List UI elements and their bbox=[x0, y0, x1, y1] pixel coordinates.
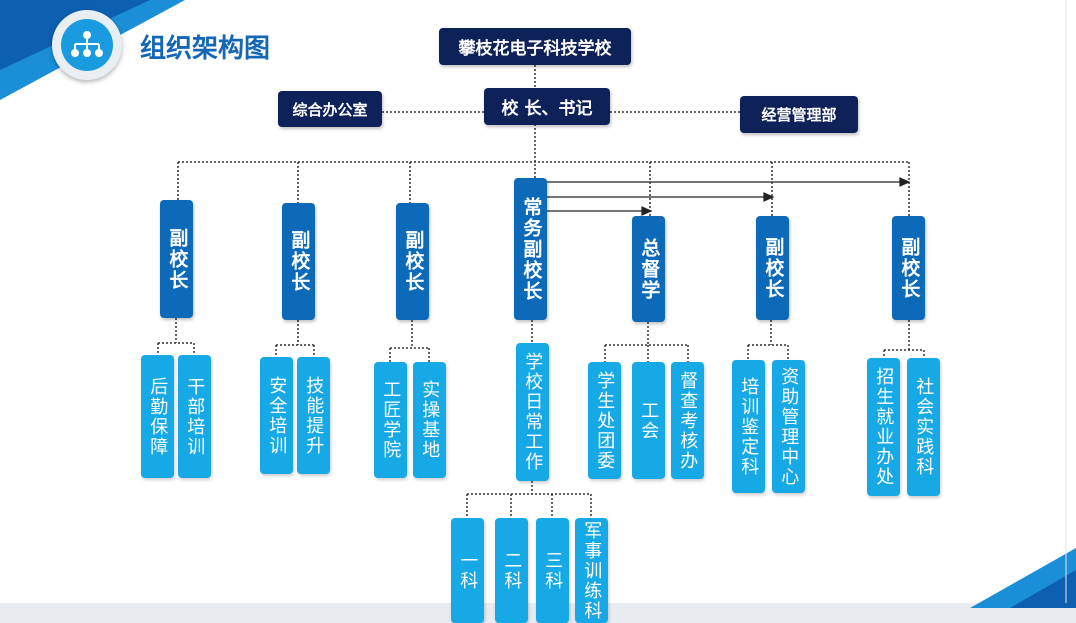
connector-lines bbox=[157, 65, 925, 518]
node-inspection-office: 督查考核办 bbox=[671, 362, 704, 479]
node-funding-center: 资助管理中心 bbox=[772, 360, 805, 493]
bottom-right-corner-shade bbox=[1010, 570, 1076, 608]
node-section-3: 三科 bbox=[536, 518, 569, 623]
node-supervisor: 总督学 bbox=[632, 216, 665, 322]
node-skill-improvement: 技能提升 bbox=[297, 357, 330, 474]
node-vice-principal-2: 副校长 bbox=[282, 203, 315, 320]
node-student-office: 学生处团委 bbox=[588, 362, 621, 479]
node-training-certification: 培训鉴定科 bbox=[732, 360, 765, 493]
node-section-2: 二科 bbox=[495, 518, 528, 623]
node-cadre-training: 干部培训 bbox=[178, 355, 211, 478]
node-logistics: 后勤保障 bbox=[141, 355, 174, 478]
arrow-lines bbox=[547, 177, 911, 216]
node-vice-principal-3: 副校长 bbox=[396, 203, 429, 320]
node-union: 工会 bbox=[632, 362, 665, 479]
node-vice-principal-6: 副校长 bbox=[892, 216, 925, 320]
node-executive-vice-principal: 常务副校长 bbox=[514, 178, 547, 320]
node-vice-principal-1: 副校长 bbox=[160, 200, 193, 318]
node-safety-training: 安全培训 bbox=[260, 357, 293, 474]
node-section-1: 一科 bbox=[451, 518, 484, 623]
org-chart-icon bbox=[52, 10, 122, 80]
node-daily-work: 学校日常工作 bbox=[516, 343, 549, 481]
node-operations: 经营管理部 bbox=[740, 96, 858, 133]
node-school: 攀枝花电子科技学校 bbox=[439, 28, 631, 65]
node-craftsman-college: 工匠学院 bbox=[374, 362, 407, 478]
node-practice-base: 实操基地 bbox=[413, 362, 446, 478]
node-enrollment-office: 招生就业办处 bbox=[867, 358, 900, 496]
node-social-practice: 社会实践科 bbox=[907, 358, 940, 496]
node-vice-principal-5: 副校长 bbox=[756, 216, 789, 320]
node-principal: 校 长、书记 bbox=[484, 88, 610, 125]
page-title: 组织架构图 bbox=[140, 34, 271, 64]
node-office: 综合办公室 bbox=[278, 91, 382, 127]
node-military-training: 军事训练科 bbox=[575, 518, 608, 623]
